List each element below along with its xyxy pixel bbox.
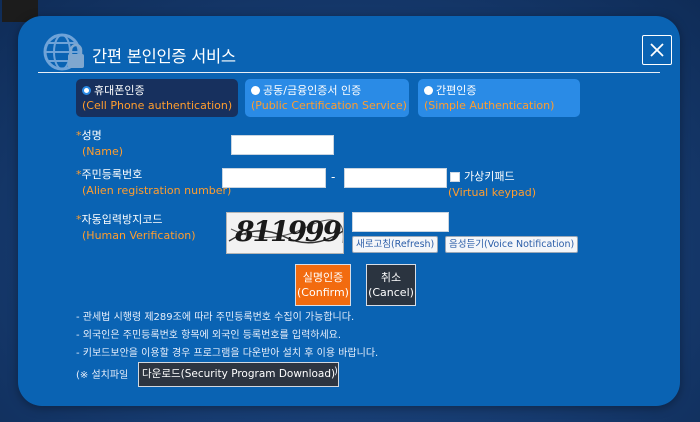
notes-list: - 관세법 시행령 제289조에 따라 주민등록번호 수집이 가능합니다. - … xyxy=(76,309,378,363)
close-icon xyxy=(650,43,664,57)
captcha-image: 811999 xyxy=(226,212,344,254)
close-button[interactable] xyxy=(642,35,672,65)
virtual-keypad-label-ko: 가상키패드 xyxy=(464,170,515,183)
download-button[interactable]: 다운로드(Security Program Download) xyxy=(138,362,340,387)
tab-cell-phone[interactable]: 휴대폰인증 (Cell Phone authentication) xyxy=(76,79,238,117)
radio-icon xyxy=(251,86,260,95)
captcha-text: 811999 xyxy=(235,215,342,248)
virtual-keypad-checkbox[interactable] xyxy=(450,172,460,182)
registration-label-en: (Alien registration number) xyxy=(82,184,232,197)
tab-label-ko: 공동/금융인증서 인증 xyxy=(263,84,362,97)
radio-icon xyxy=(424,86,433,95)
backdrop-logo xyxy=(2,0,38,22)
captcha-label-ko: 자동입력방지코드 xyxy=(81,213,163,226)
modal-title: 간편 본인인증 서비스 xyxy=(92,47,236,66)
registration-label-ko: 주민등록번호 xyxy=(81,168,143,181)
confirm-label-en: (Confirm) xyxy=(297,286,349,299)
captcha-noise xyxy=(228,219,343,244)
name-input[interactable] xyxy=(231,135,334,155)
cancel-label-en: (Cancel) xyxy=(368,286,414,299)
note-item: - 키보드보안을 이용할 경우 프로그램을 다운받아 설치 후 이용 바랍니다. xyxy=(76,348,379,359)
tab-label-en: (Cell Phone authentication) xyxy=(82,99,233,112)
required-mark: * xyxy=(76,129,82,142)
cancel-button[interactable]: 취소 (Cancel) xyxy=(366,264,416,306)
radio-icon xyxy=(82,86,91,95)
captcha-refresh-button[interactable]: 새로고침(Refresh) xyxy=(352,236,439,253)
registration-label: *주민등록번호 (Alien registration number) xyxy=(76,167,231,199)
name-label-ko: 성명 xyxy=(81,129,102,142)
globe-lock-icon xyxy=(43,33,84,71)
required-mark: * xyxy=(76,213,82,226)
name-label-en: (Name) xyxy=(82,145,124,158)
registration-front-input[interactable] xyxy=(222,168,326,188)
confirm-label-ko: 실명인증 xyxy=(302,271,344,284)
tab-label-ko: 간편인증 xyxy=(436,84,477,97)
tab-public-certificate[interactable]: 공동/금융인증서 인증 (Public Certification Servic… xyxy=(245,79,409,117)
required-mark: * xyxy=(76,168,82,181)
download-prefix: (※ 설치파일 xyxy=(76,370,129,381)
tab-simple-auth[interactable]: 간편인증 (Simple Authentication) xyxy=(418,79,580,117)
captcha-voice-button[interactable]: 음성듣기(Voice Notification) xyxy=(445,236,579,253)
tab-label-en: (Public Certification Service) xyxy=(251,99,407,112)
virtual-keypad-label-en: (Virtual keypad) xyxy=(448,186,536,199)
tab-label-ko: 휴대폰인증 xyxy=(94,84,145,97)
captcha-label-en: (Human Verification) xyxy=(82,229,196,242)
captcha-input[interactable] xyxy=(352,212,449,232)
header-divider xyxy=(38,72,660,73)
modal-header: 간편 본인인증 서비스 xyxy=(18,16,680,72)
note-item: - 관세법 시행령 제289조에 따라 주민등록번호 수집이 가능합니다. xyxy=(76,312,355,323)
tab-label-en: (Simple Authentication) xyxy=(424,99,555,112)
download-suffix: ) xyxy=(334,366,338,377)
confirm-button[interactable]: 실명인증 (Confirm) xyxy=(295,264,351,306)
captcha-label: *자동입력방지코드 (Human Verification) xyxy=(76,212,196,244)
auth-modal: 간편 본인인증 서비스 휴대폰인증 (Cell Phone authentica… xyxy=(18,16,680,406)
name-label: *성명 (Name) xyxy=(76,128,123,160)
cancel-label-ko: 취소 xyxy=(380,271,402,284)
registration-separator: - xyxy=(331,170,336,184)
note-item: - 외국인은 주민등록번호 항목에 외국인 등록번호를 입력하세요. xyxy=(76,330,342,341)
registration-back-input[interactable] xyxy=(344,168,447,188)
